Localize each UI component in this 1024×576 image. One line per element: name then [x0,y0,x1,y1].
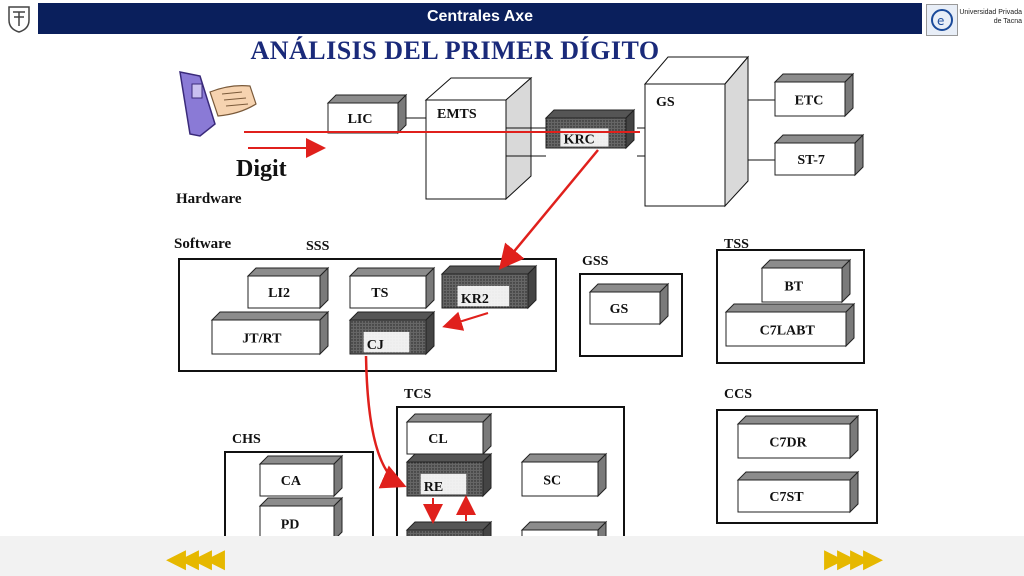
block-label-etc: ETC [795,93,824,108]
block-jt-rt: JT/RT [210,310,330,356]
block-label-lic: LIC [348,112,373,127]
block-etc: ETC [773,72,855,118]
cj-to-re-arrow [364,355,407,489]
block-label-cl: CL [428,432,447,447]
emts-block [424,76,533,201]
prev-slide-button[interactable]: ◀◀◀◀ [166,544,225,574]
gs-hw-block [643,55,750,208]
university-shield-icon [8,6,30,33]
block-lic: LIC [326,93,408,135]
block-st-7: ST-7 [773,133,865,177]
block-label-kr2: KR2 [461,292,489,307]
block-label-cj: CJ [367,338,384,353]
block-label-sc: SC [543,473,561,488]
digit-label: Digit [236,156,287,182]
block-cj: CJ [348,310,436,356]
block-ts: TS [348,266,436,310]
next-slide-button[interactable]: ▶▶▶▶ [824,544,883,574]
block-sc: SC [520,452,608,498]
tss-title: TSS [724,237,749,252]
block-label-bt: BT [784,279,803,294]
block-label-pd: PD [281,517,300,532]
header-bar: Centrales Axe [38,3,922,34]
block-gs: GS [588,282,670,326]
gss-frame [579,273,683,357]
phone-hand-icon [179,71,257,137]
block-label-re: RE [424,480,443,495]
gss-title: GSS [582,254,609,269]
block-label-krc: KRC [564,133,595,148]
tss-frame [716,249,865,364]
block-kr2: KR2 [440,264,538,310]
block-label-c7labt: C7LABT [760,323,816,338]
block-label-li2: LI2 [268,286,290,301]
university-name: Universidad Privada de Tacna [959,9,1022,25]
block-cl: CL [405,412,493,456]
ccs-title: CCS [724,387,752,402]
block-label-c7st: C7ST [769,490,804,505]
block-re: RE [405,452,493,498]
block-c7labt: C7LABT [724,302,856,348]
page-title: ANÁLISIS DEL PRIMER DÍGITO [250,36,660,65]
krc-to-kr2-arrow [498,149,599,270]
block-label-jt-rt: JT/RT [242,331,282,346]
block-c7st: C7ST [736,470,860,514]
block-label-st-7: ST-7 [797,153,825,168]
footer-band [0,536,1024,576]
university-logo-icon: e [926,4,958,36]
block-label-ts: TS [371,286,388,301]
block-ca: CA [258,454,344,498]
tcs-title: TCS [404,387,431,402]
block-label-c7dr: C7DR [769,435,807,450]
block-li2: LI2 [246,266,330,310]
ccs-frame [716,409,878,524]
header-title: Centrales Axe [426,8,534,25]
svg-text:e: e [937,14,944,28]
emts-label: EMTS [437,107,477,122]
block-label-gs: GS [610,302,629,317]
sss-title: SSS [306,239,330,254]
hardware-label: Hardware [176,191,242,207]
chs-title: CHS [232,432,261,447]
gs-hw-label: GS [656,95,675,110]
block-label-ca: CA [281,474,302,489]
block-pd: PD [258,496,344,542]
software-label: Software [174,236,232,252]
block-krc: KRC [544,108,636,150]
kr2-to-cj-arrow [442,311,489,331]
block-bt: BT [760,258,852,304]
block-c7dr: C7DR [736,414,860,460]
